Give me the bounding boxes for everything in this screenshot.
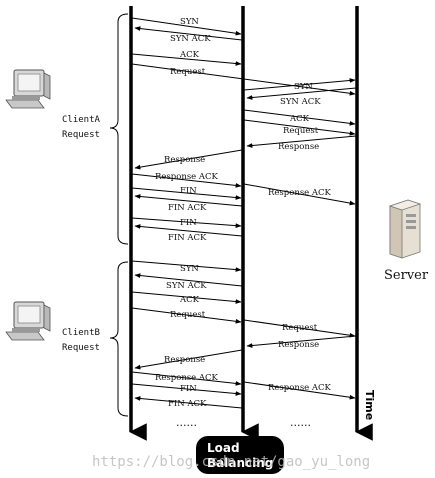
- message-label: FIN ACK: [168, 399, 207, 409]
- message-arrow: [246, 87, 357, 100]
- client-b-brace: [109, 261, 129, 417]
- message-label: FIN ACK: [168, 233, 207, 243]
- message-label: Request: [170, 310, 206, 320]
- load-balancing-label-line1: Load: [207, 441, 240, 455]
- message-arrow: [131, 53, 242, 66]
- message-label: Response ACK: [155, 172, 219, 182]
- message-label: FIN: [180, 384, 197, 394]
- message-label: FIN: [180, 186, 197, 196]
- client-a-label: ClientA: [62, 115, 101, 125]
- message-label: Response ACK: [268, 383, 332, 393]
- message-arrow: [246, 135, 357, 148]
- load-balancing-badge: Load Balancing: [196, 436, 284, 474]
- message-arrow: [131, 371, 242, 386]
- message-label: Response: [278, 142, 319, 152]
- message-label: SYN: [180, 17, 199, 27]
- message-arrow: [134, 149, 243, 170]
- message-arrow: [131, 17, 242, 36]
- message-arrow: [243, 119, 356, 136]
- message-arrow: [134, 26, 243, 41]
- message-arrow: [131, 63, 356, 96]
- message-arrow: [134, 349, 243, 370]
- message-label: SYN: [294, 82, 313, 92]
- message-label: Request: [283, 126, 319, 136]
- message-arrow: [131, 260, 242, 272]
- message-label: SYN: [180, 264, 199, 274]
- message-arrow: [246, 335, 357, 348]
- message-arrow: [131, 217, 242, 228]
- server-label: Server: [384, 268, 429, 283]
- message-arrow: [134, 194, 243, 207]
- message-label: ACK: [289, 114, 310, 124]
- client-a-brace: [109, 13, 129, 245]
- message-arrow: [134, 273, 243, 287]
- message-label: Response: [164, 355, 205, 365]
- message-arrow: [243, 109, 356, 126]
- ellipsis-right: ......: [290, 416, 311, 429]
- message-label: ACK: [179, 295, 200, 305]
- message-label: Response: [278, 340, 319, 350]
- ellipsis-left: ......: [176, 416, 197, 429]
- message-label: FIN: [180, 218, 197, 228]
- client-b-label: ClientB: [62, 328, 100, 338]
- server-tower-icon: [388, 199, 422, 259]
- message-arrow: [243, 319, 356, 338]
- message-label: Response ACK: [155, 373, 219, 383]
- message-arrow: [131, 173, 242, 188]
- load-balancing-label-line2: Balancing: [207, 456, 273, 470]
- message-label: Response ACK: [268, 188, 332, 198]
- message-label: FIN ACK: [168, 203, 207, 213]
- client-a-sublabel: Request: [62, 130, 100, 140]
- client-b-sublabel: Request: [62, 343, 100, 353]
- message-arrow: [243, 78, 356, 91]
- watermark: https://blog.csdn.net/gao_yu_long: [92, 454, 370, 470]
- message-arrow: [134, 224, 243, 237]
- message-arrow: [131, 383, 242, 396]
- message-arrow: [131, 307, 242, 324]
- message-arrow: [131, 187, 242, 200]
- message-arrow: [131, 291, 242, 304]
- client-computer-icon: [5, 301, 51, 341]
- client-computer-icon: [5, 69, 51, 109]
- message-label: SYN ACK: [280, 97, 321, 107]
- message-arrow: [243, 183, 356, 206]
- message-label: SYN ACK: [166, 281, 207, 291]
- message-label: Request: [282, 323, 318, 333]
- time-label: Time: [363, 390, 376, 420]
- message-arrow: [243, 381, 356, 400]
- message-label: SYN ACK: [170, 34, 211, 44]
- message-label: Request: [170, 67, 206, 77]
- message-label: Response: [164, 155, 205, 165]
- message-arrow: [134, 396, 243, 409]
- message-label: ACK: [179, 50, 200, 60]
